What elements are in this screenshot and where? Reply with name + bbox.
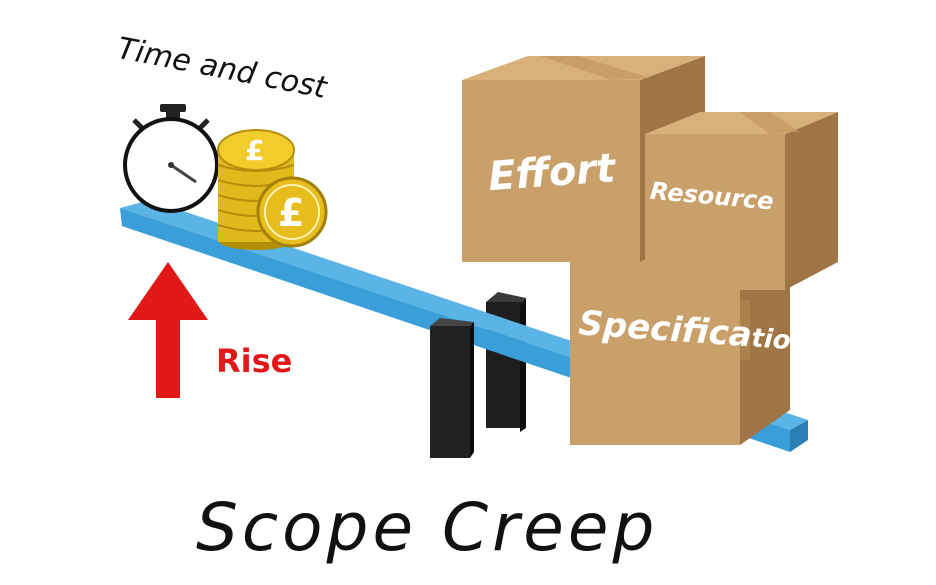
box-label-effort: Effort <box>487 145 619 200</box>
pound-coins-icon: £ £ <box>217 129 328 250</box>
time-and-cost-label: Time and cost <box>114 31 330 106</box>
coin-pound-symbol-top: £ <box>245 134 264 167</box>
rise-label: Rise <box>216 342 292 380</box>
up-arrow-icon <box>128 262 208 398</box>
stopwatch-icon <box>123 104 219 213</box>
fulcrum-back-post <box>486 292 526 432</box>
diagram-title: Scope Creep <box>196 489 658 566</box>
box-resource <box>645 112 838 290</box>
coin-pound-symbol-front: £ <box>278 191 304 235</box>
box-label-specifications-side: tions <box>751 323 826 358</box>
fulcrum-front-post <box>430 318 474 458</box>
